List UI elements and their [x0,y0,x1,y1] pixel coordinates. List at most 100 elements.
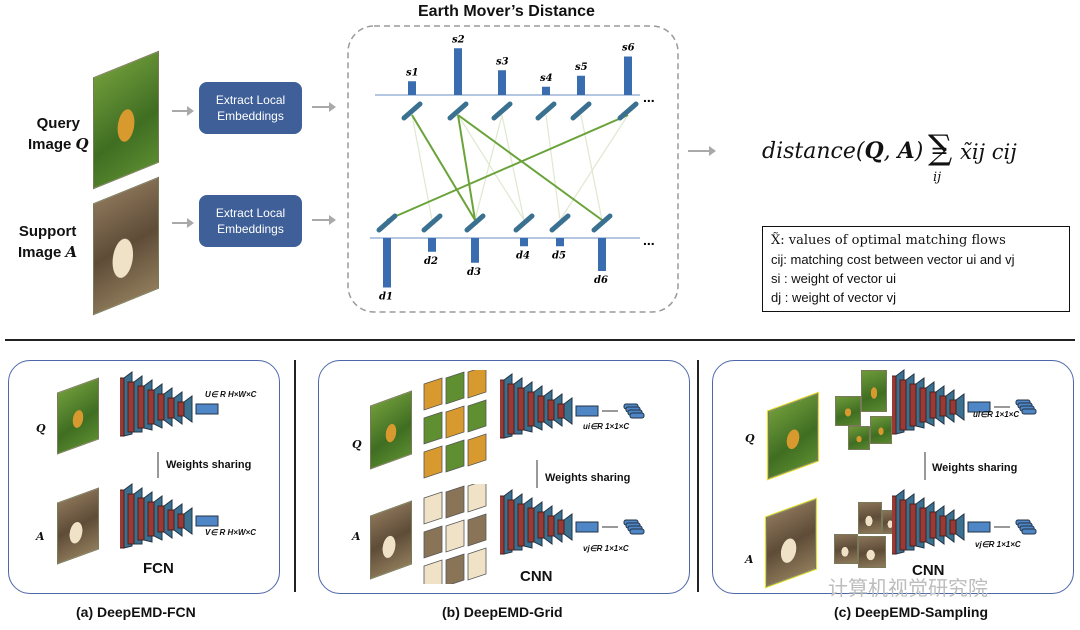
s-bar [624,56,632,95]
formula-term: x̃ij cij [960,140,1017,164]
grid-network-top [500,373,645,439]
vector-cube [629,412,645,419]
vector-cube [1021,408,1037,415]
s-node [447,101,469,121]
divider-2 [697,360,699,592]
s-label: s3 [496,56,509,67]
grid-patch [423,445,443,479]
formula-comma: , [883,139,898,164]
fcn-weights-arrow [157,452,159,478]
extract-to-emd-arrow-1 [312,102,336,112]
network-layer-side [183,507,193,535]
network-layer-side [183,395,193,423]
network-layer-face [939,395,947,417]
vector-cube [1021,528,1037,535]
fcn-network-bottom [120,483,219,549]
network-layer-face [537,395,545,423]
sampling-patch-q3 [848,426,870,450]
output-feature [195,515,219,527]
formula-q: Q [864,138,884,164]
grid-network-bottom [500,489,645,555]
grid-q-label: Q [352,438,362,451]
d-label: d4 [516,250,530,261]
sampling-patch-q4 [870,416,892,444]
network-layer-face [909,383,917,427]
support-label: Support Image A [18,222,77,263]
d-bar [471,238,479,263]
network-layer-face [919,507,927,543]
faint-flow [501,114,525,221]
d-bar [383,238,391,288]
watermark: 计算机视觉研究院 [828,576,988,600]
grid-patch [467,547,487,581]
grid-patches-bottom [423,484,487,584]
top-ellipsis: ... [643,89,655,105]
legend-item-cost: cij: matching cost between vector ui and… [771,252,1015,267]
grid-patch [445,405,465,439]
output-feature [967,401,991,413]
network-layer-face [147,389,155,425]
network-layer-face [157,505,165,533]
legend-item-s: si : weight of vector ui [771,271,896,286]
fcn-v-label: V∈ R H×W×C [205,528,256,537]
grid-patch [467,399,487,433]
sampling-patch-a1 [834,534,858,564]
d-bar [556,238,564,247]
sampling-patch-q1 [835,396,861,426]
legend-item-flows: X̃: values of optimal matching flows [771,233,1006,248]
network-layer-face [177,513,185,529]
fcn-caption: (a) DeepEMD-FCN [76,604,196,620]
network-layer-face [557,519,565,535]
grid-u-label: ui∈R 1×1×C [583,422,630,431]
d-label: d5 [552,250,566,261]
grid-weights-arrow [536,460,538,488]
grid-patch [423,525,443,559]
network-layer-face [507,499,515,551]
grid-net-label: CNN [520,568,553,585]
s-bar [454,48,462,95]
fcn-net-label: FCN [143,560,174,577]
bottom-ellipsis: ... [643,232,655,248]
network-layer-side [563,397,573,425]
grid-patch [467,370,487,399]
formula-lhs: distance( [762,139,865,164]
s-node [570,101,592,121]
sampling-u-label: ui∈R 1×1×C [973,410,1020,419]
formula-sum-subscript: ij [933,170,942,185]
network-layer-side [955,393,965,421]
legend-item-d: dj : weight of vector vj [771,290,896,305]
matching-flow [457,114,603,221]
sampling-q-label: Q [745,432,755,445]
fcn-u-label: U∈ R H×W×C [205,390,257,399]
network-layer-face [929,511,937,539]
fcn-a-label: A [36,530,45,543]
sampling-v-label: vj∈R 1×1×C [975,540,1021,549]
network-layer-face [517,387,525,431]
network-layer-side [563,513,573,541]
s-label: s2 [452,34,465,45]
network-layer-face [137,385,145,429]
grid-weights-sharing: Weights sharing [545,472,631,484]
s-node [491,101,513,121]
d-node [376,213,398,233]
fcn-weights-sharing: Weights sharing [166,459,252,471]
formula-a: A [897,138,915,164]
grid-patch [445,519,465,553]
faint-flow [559,114,629,221]
grid-patch [467,484,487,513]
d-bar [520,238,528,247]
grid-patch [467,433,487,467]
extract-button-label-2: Extract Local Embeddings [215,206,286,236]
sampling-network-top [892,369,1037,435]
faint-flow [545,114,561,221]
grid-patch [423,411,443,445]
s-bar [577,75,585,95]
formula-rhs: ) = [914,139,949,164]
sampling-caption: (c) DeepEMD-Sampling [834,604,989,620]
emd-title: Earth Mover’s Distance [418,3,595,20]
extract-to-emd-arrow-2 [312,215,336,225]
d-node [464,213,486,233]
d-bar [598,238,606,271]
support-label-line1: Support [18,223,77,240]
